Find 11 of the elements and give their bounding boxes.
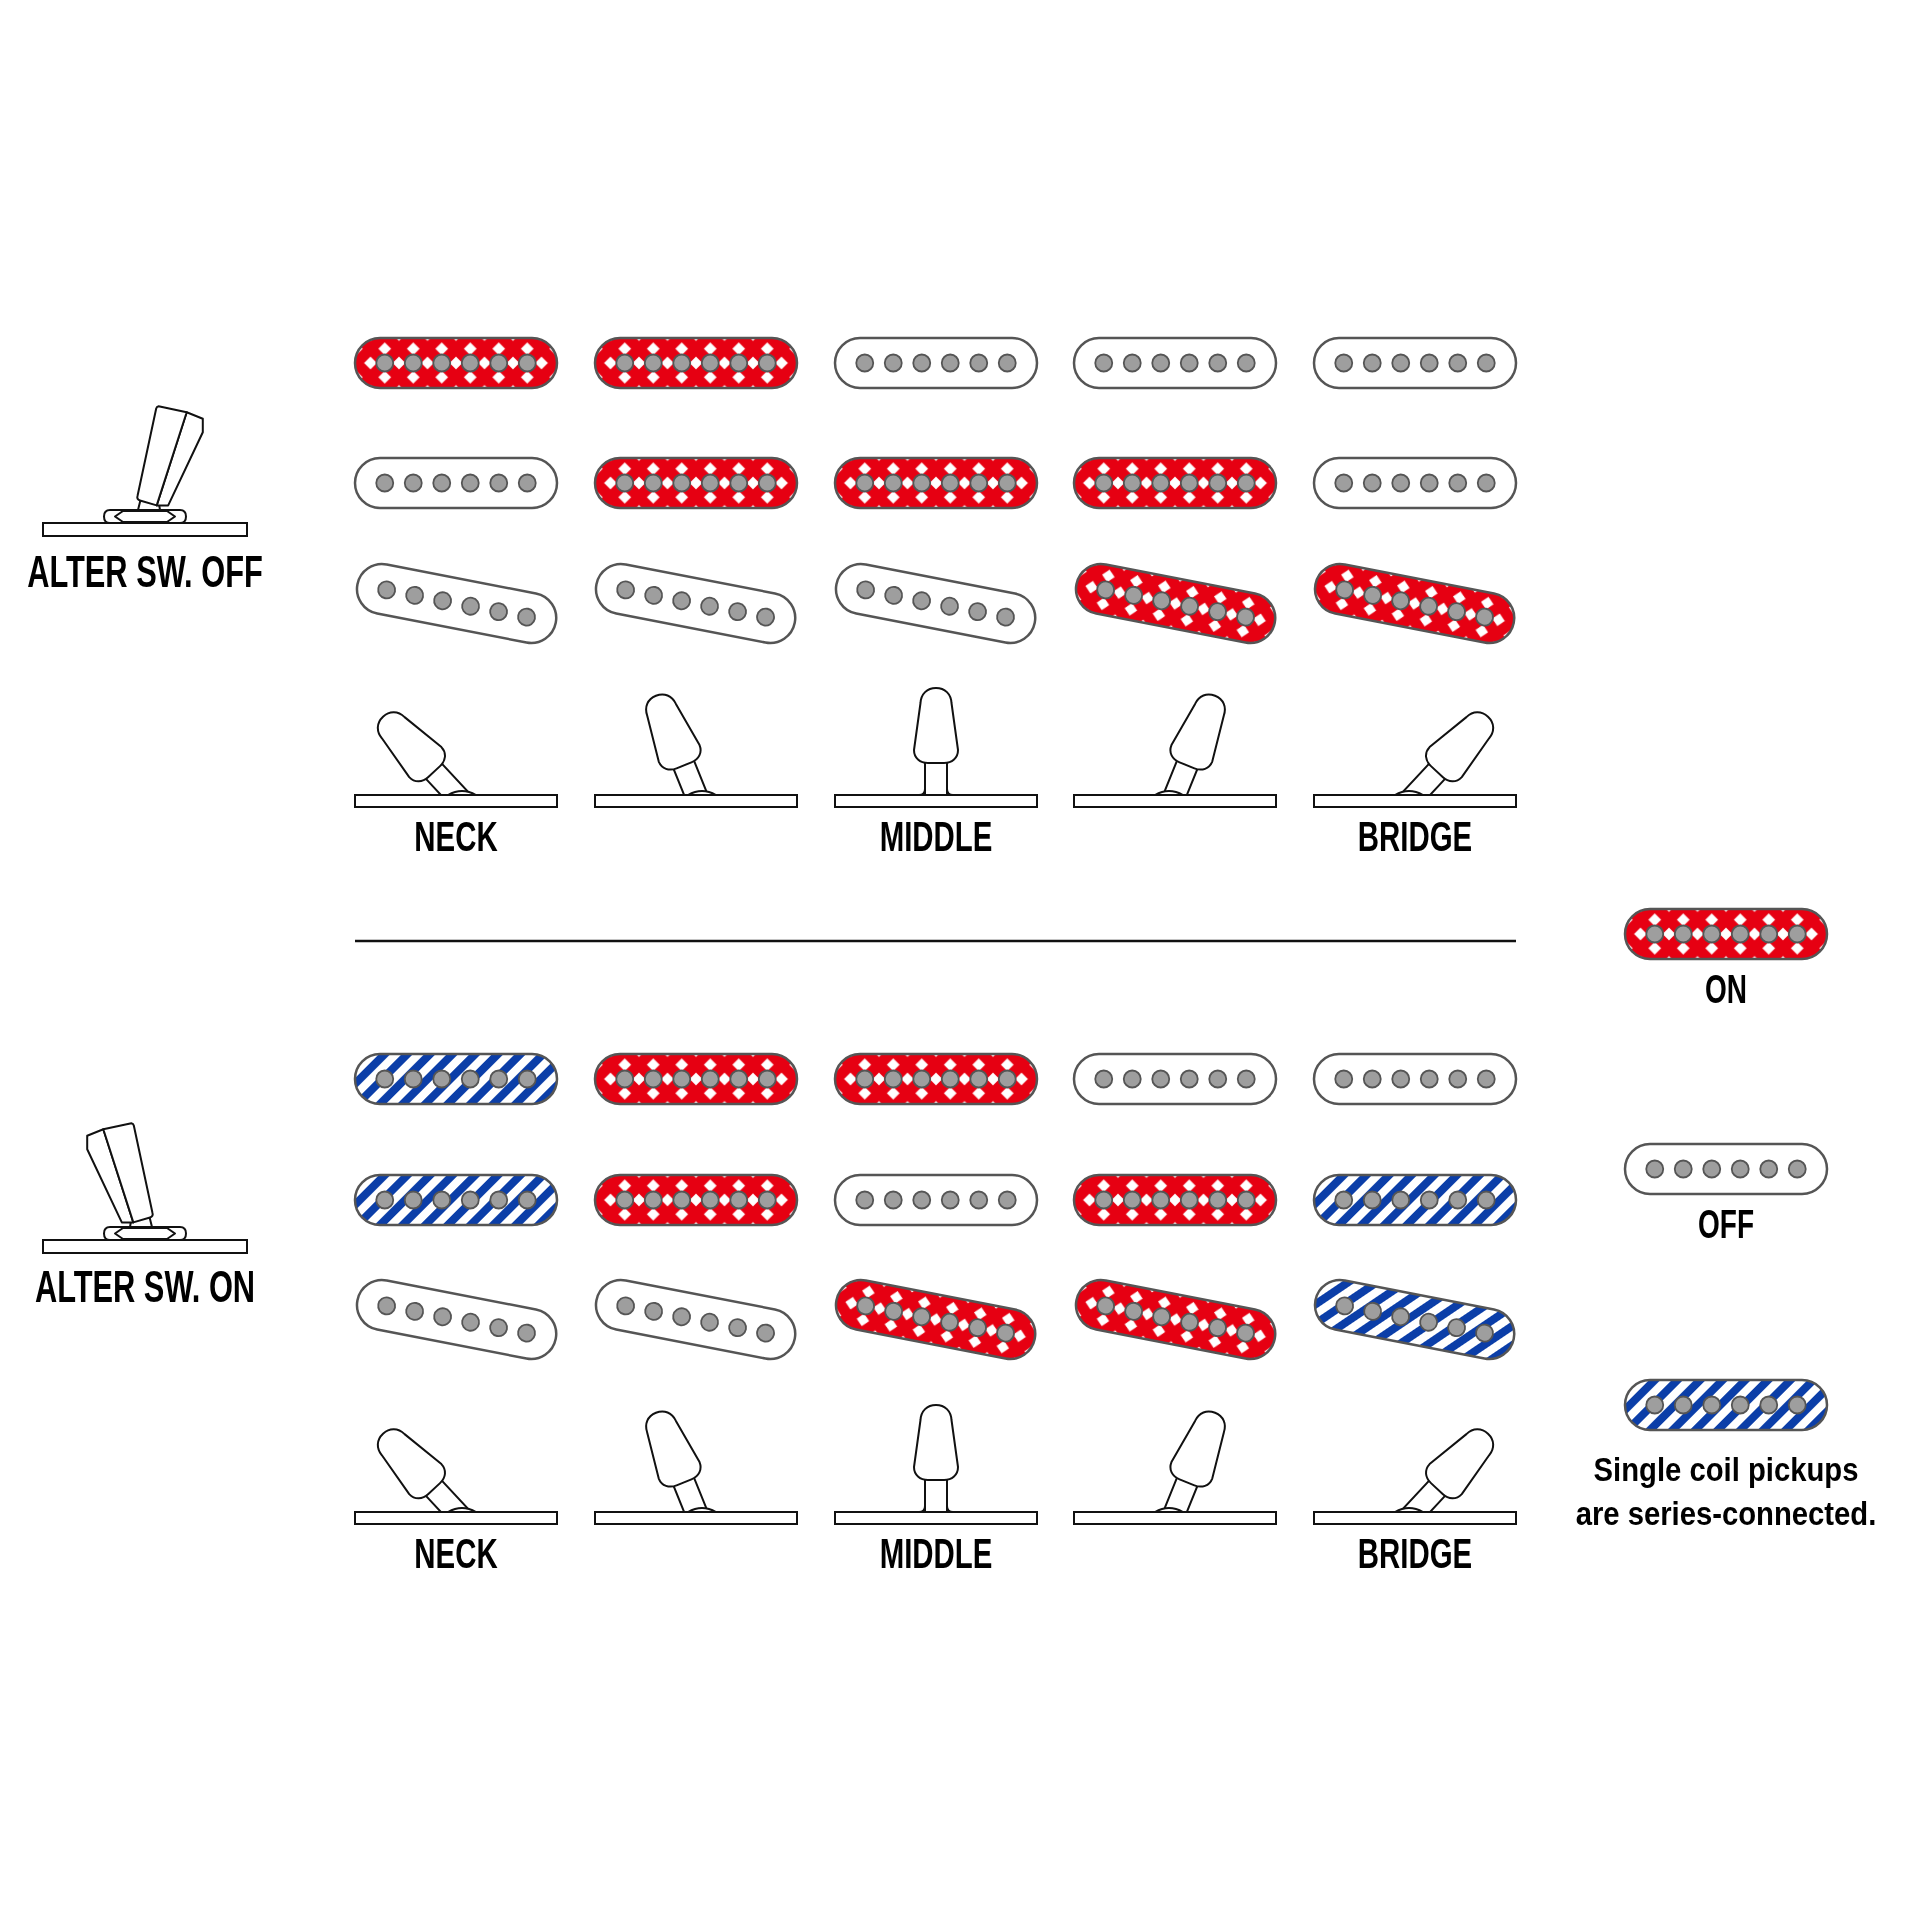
position-label: MIDDLE	[879, 1529, 993, 1579]
position-label: NECK	[414, 812, 498, 862]
switch-state-label: ALTER SW. OFF	[27, 546, 263, 598]
legend-label: Single coil pickups are series-connected.	[1574, 1449, 1877, 1534]
position-label: NECK	[414, 1529, 498, 1579]
legend-label: ON	[1704, 966, 1747, 1012]
legend-label: OFF	[1697, 1201, 1754, 1247]
position-label: MIDDLE	[879, 812, 993, 862]
switch-state-label: ALTER SW. ON	[34, 1261, 256, 1313]
position-label: BRIDGE	[1357, 812, 1473, 862]
position-label: BRIDGE	[1357, 1529, 1473, 1579]
